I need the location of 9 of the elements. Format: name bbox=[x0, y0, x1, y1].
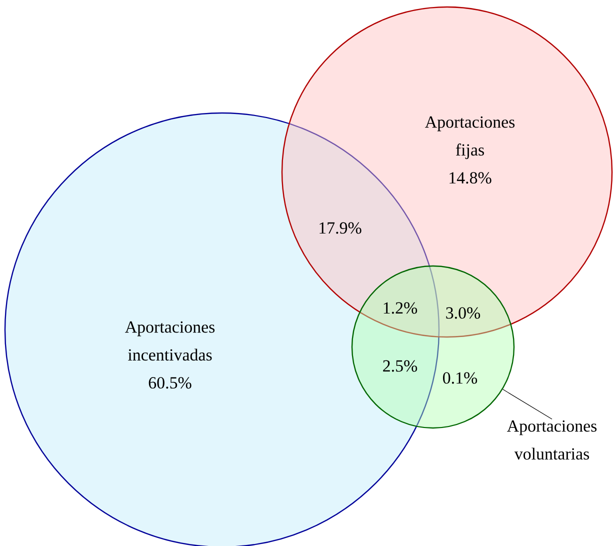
circle-label: Aportaciones incentivadas 60.5% bbox=[125, 321, 215, 389]
circle-label: Aportaciones fijas 14.8% bbox=[425, 116, 515, 184]
circle-label: Aportaciones voluntarias bbox=[507, 420, 597, 460]
region-value: 17.9% bbox=[320, 222, 362, 234]
region-value: 2.5% bbox=[383, 360, 418, 372]
region-value: 1.2% bbox=[384, 302, 418, 314]
leader-line bbox=[502, 389, 552, 420]
region-value: 3.0% bbox=[446, 307, 480, 319]
region-value: 0.1% bbox=[443, 372, 478, 384]
